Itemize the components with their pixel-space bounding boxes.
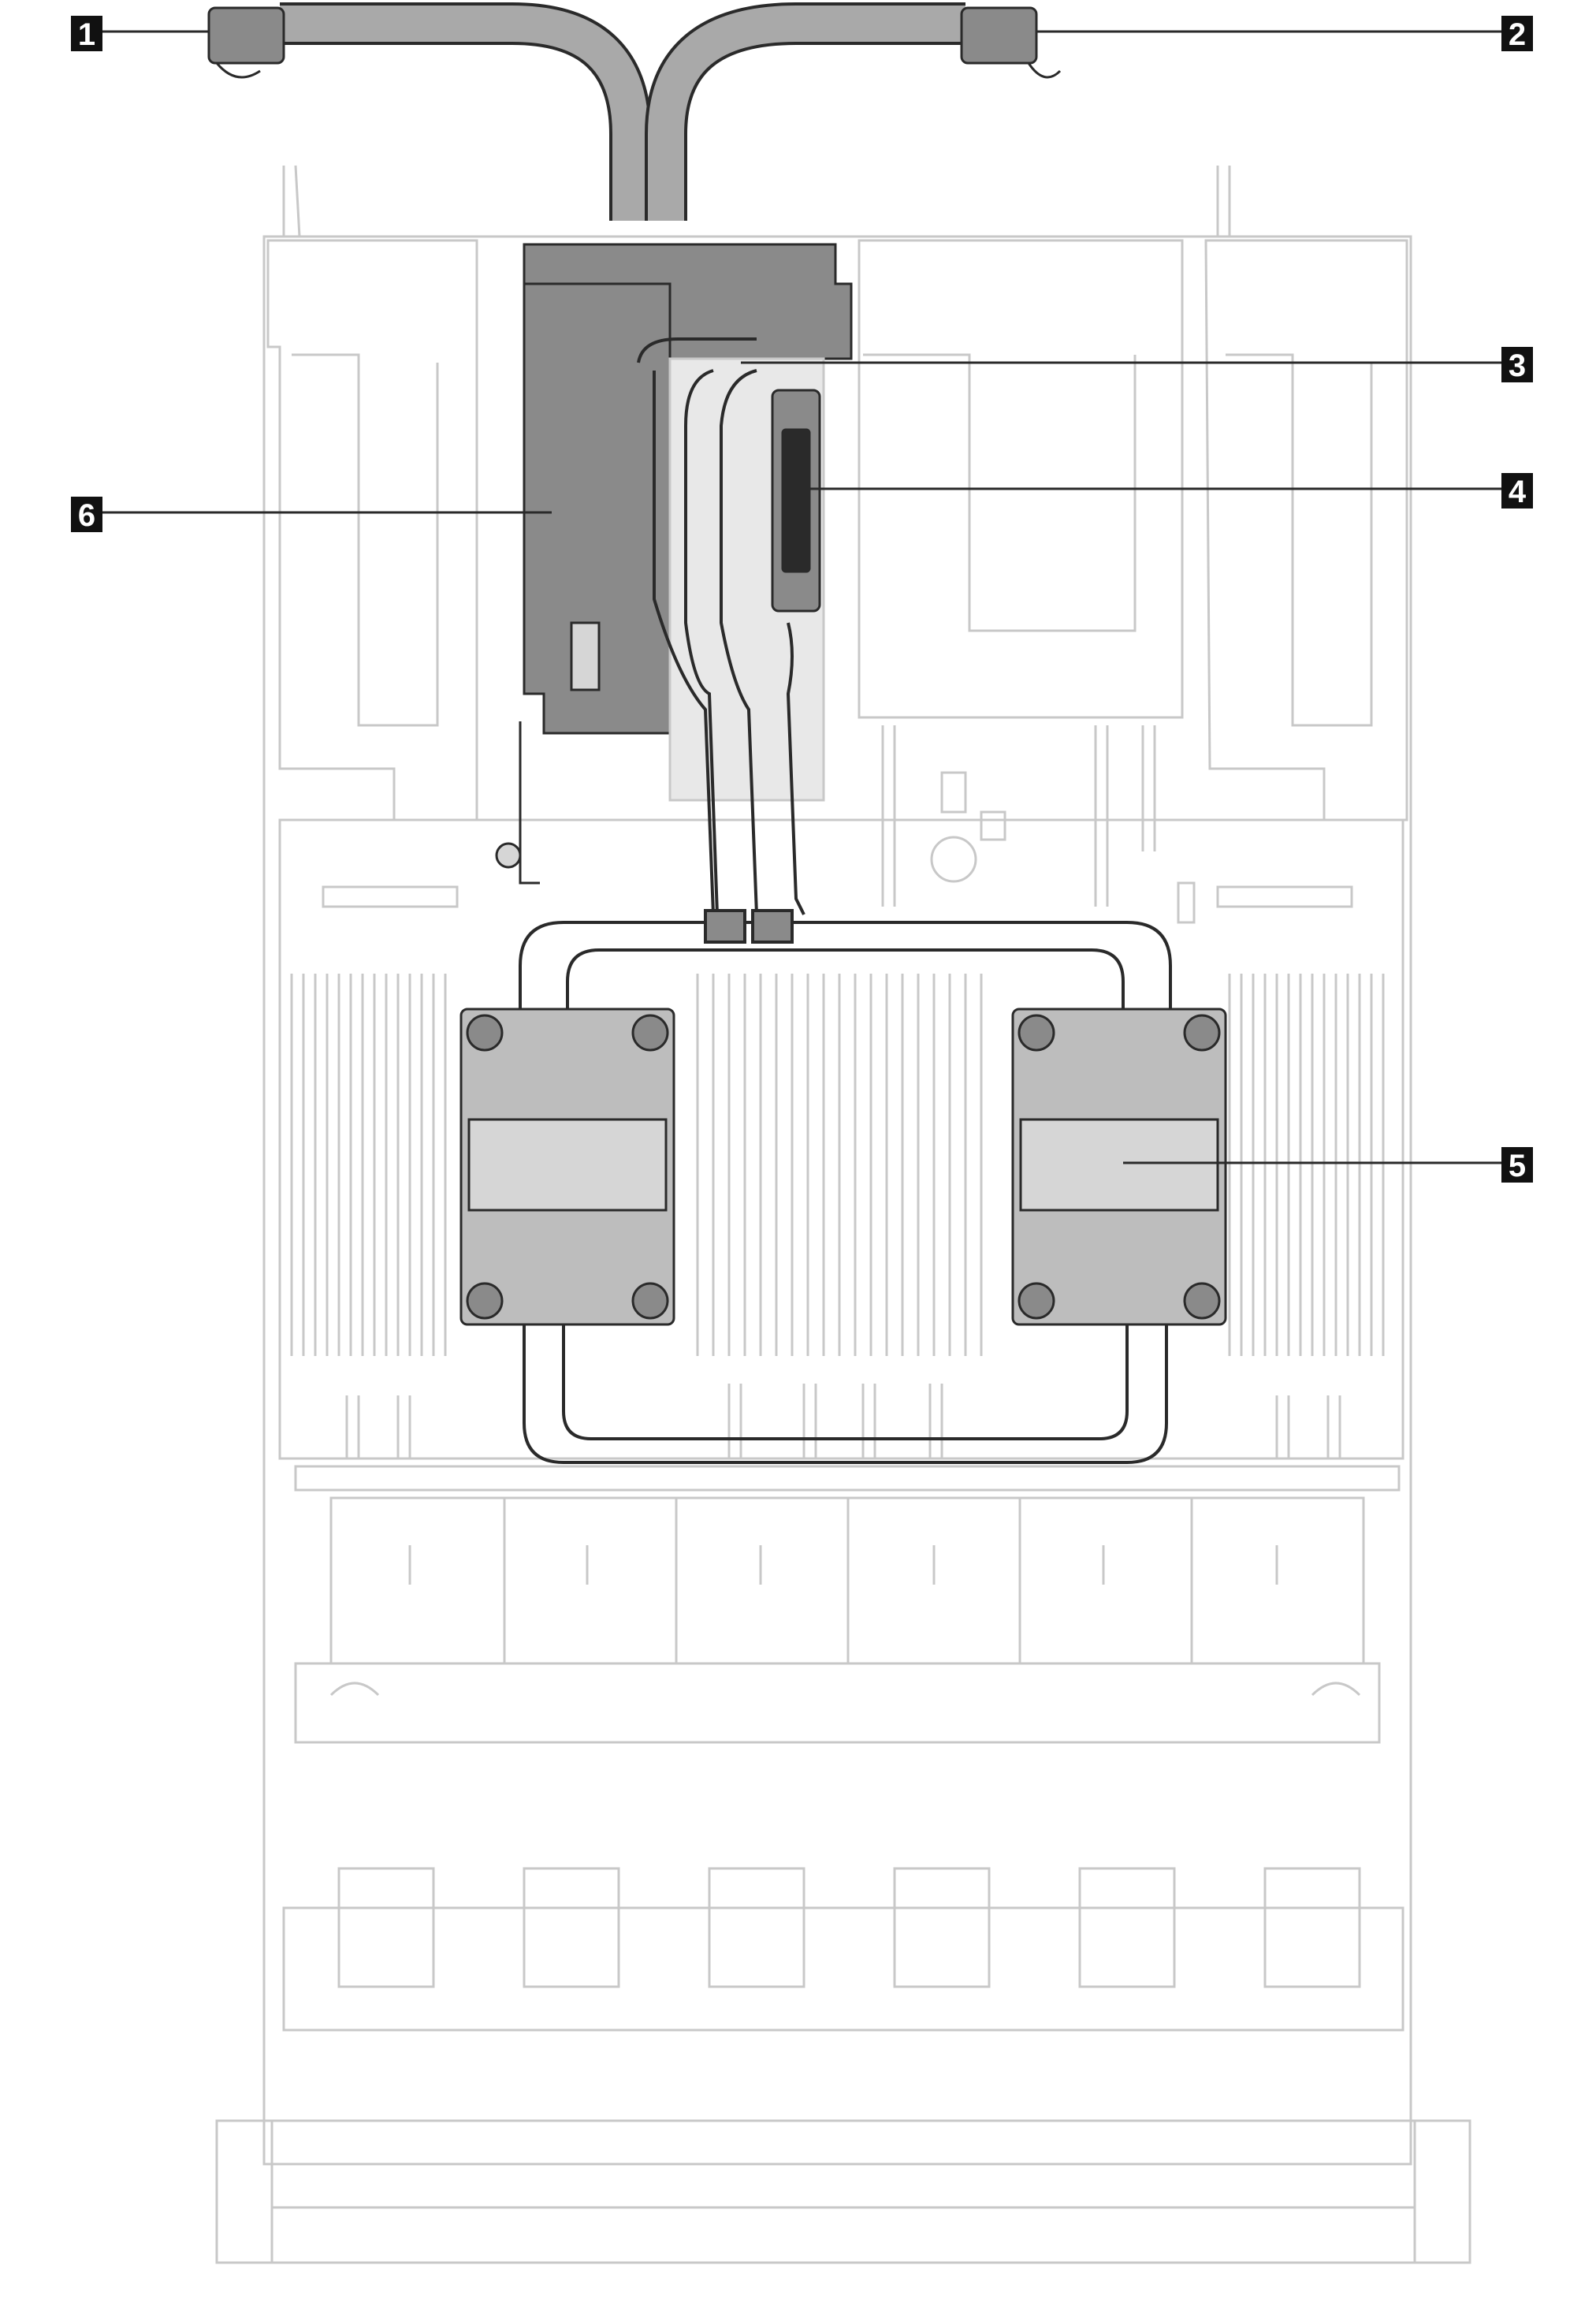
cold-plate-right	[1011, 1008, 1227, 1326]
callout-4-label: 4	[1509, 475, 1527, 509]
right-riser-cage	[1204, 239, 1408, 821]
callout-3: 3	[1501, 347, 1533, 383]
callout-4: 4	[1501, 473, 1533, 509]
callout-6-label: 6	[78, 498, 95, 533]
callout-6: 6	[71, 497, 102, 533]
callout-5-label: 5	[1509, 1149, 1526, 1183]
front-bezel	[215, 2119, 1471, 2264]
callout-leaders	[102, 30, 1501, 1164]
callout-5: 5	[1501, 1147, 1533, 1183]
callout-2-label: 2	[1509, 17, 1526, 52]
drive-backplane	[282, 1867, 1404, 2032]
dimm-bank-right	[1228, 974, 1385, 1356]
left-riser-cage	[266, 239, 478, 821]
liquid-cooling-module	[495, 243, 853, 885]
middle-riser-cage	[858, 239, 1184, 719]
callout-3-label: 3	[1509, 348, 1526, 383]
external-hose-1	[207, 2, 652, 221]
callout-2: 2	[1501, 16, 1533, 52]
dimm-bank-left	[290, 974, 447, 1356]
system-board	[278, 818, 1404, 1460]
server-chassis	[215, 165, 1471, 2264]
processor-hose-loop	[519, 921, 1172, 1464]
dimm-bank-center	[696, 974, 983, 1356]
coolant-reservoir	[668, 357, 825, 802]
callout-1-label: 1	[78, 17, 95, 52]
cold-plate-left	[459, 1008, 675, 1326]
fan-modules	[329, 1496, 1365, 1665]
callout-1: 1	[71, 16, 102, 52]
fan-cage-bar	[294, 1465, 1401, 1492]
external-hose-2	[645, 2, 1062, 221]
coolant-hoses	[637, 337, 805, 944]
